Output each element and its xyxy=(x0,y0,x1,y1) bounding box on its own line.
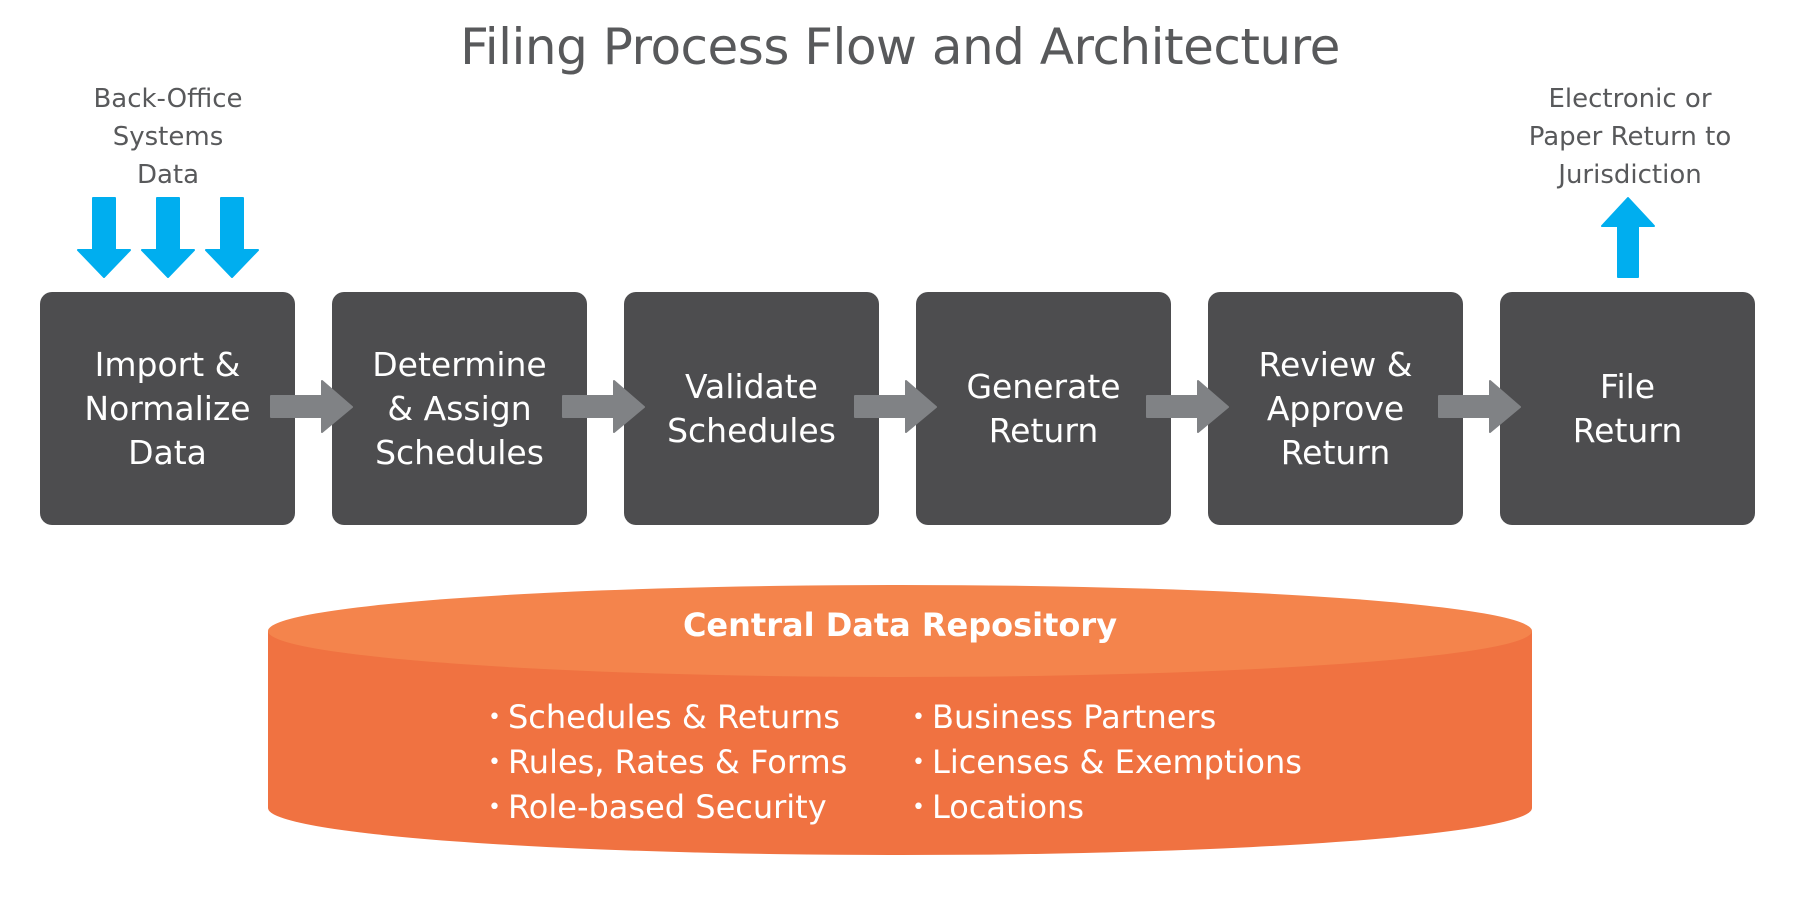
output-label: Electronic or Paper Return to Jurisdicti… xyxy=(1490,80,1770,194)
arrow-right-icon xyxy=(1438,380,1521,433)
repository-item: Licenses & Exemptions xyxy=(912,740,1302,785)
repository-item: Locations xyxy=(912,785,1302,830)
step-label-line: Review & xyxy=(1258,344,1413,384)
step-label-line: File xyxy=(1599,366,1656,406)
step-label-line: Validate xyxy=(685,366,818,406)
arrow-right-icon xyxy=(270,380,353,433)
arrow-down-icon xyxy=(77,197,131,278)
repository-item: Schedules & Returns xyxy=(488,695,847,740)
step-file-return: File Return xyxy=(1500,292,1755,525)
step-label-line: Schedules xyxy=(667,410,836,450)
arrow-down-icon xyxy=(205,197,259,278)
repository-item: Role-based Security xyxy=(488,785,847,830)
step-label-line: Schedules xyxy=(375,432,544,472)
arrow-right-icon xyxy=(1146,380,1229,433)
input-label-line: Data xyxy=(136,160,200,190)
input-label-line: Systems xyxy=(112,122,224,152)
repository-list-left: Schedules & Returns Rules, Rates & Forms… xyxy=(488,695,847,830)
repository-cylinder-top xyxy=(268,585,1532,677)
step-import-normalize-data: Import & Normalize Data xyxy=(40,292,295,525)
step-validate-schedules: Validate Schedules xyxy=(624,292,879,525)
step-label-line: Determine xyxy=(372,344,547,384)
step-label-line: Normalize xyxy=(84,388,251,428)
step-label-line: Approve xyxy=(1266,388,1405,428)
step-review-approve-return: Review & Approve Return xyxy=(1208,292,1463,525)
output-label-line: Paper Return to xyxy=(1528,122,1732,152)
input-label-line: Back-Office xyxy=(93,84,243,114)
output-label-line: Jurisdiction xyxy=(1558,160,1702,190)
repository-title: Central Data Repository xyxy=(682,606,1118,644)
arrow-up-icon xyxy=(1601,197,1655,278)
step-generate-return: Generate Return xyxy=(916,292,1171,525)
input-label: Back-Office Systems Data xyxy=(48,80,288,194)
repository-item: Business Partners xyxy=(912,695,1302,740)
arrow-right-icon xyxy=(562,380,645,433)
step-label-line: Return xyxy=(1280,432,1391,472)
repository-list-right: Business Partners Licenses & Exemptions … xyxy=(912,695,1302,830)
repository-item: Rules, Rates & Forms xyxy=(488,740,847,785)
page-title: Filing Process Flow and Architecture xyxy=(460,18,1340,76)
step-label-line: Return xyxy=(1572,410,1683,450)
step-label-line: Generate xyxy=(966,366,1121,406)
arrow-down-icon xyxy=(141,197,195,278)
step-label-line: & Assign xyxy=(387,388,532,428)
arrow-right-icon xyxy=(854,380,937,433)
step-label-line: Return xyxy=(988,410,1099,450)
step-label-line: Import & xyxy=(94,344,241,384)
step-determine-assign-schedules: Determine & Assign Schedules xyxy=(332,292,587,525)
step-label-line: Data xyxy=(128,432,207,472)
output-label-line: Electronic or xyxy=(1548,84,1712,114)
